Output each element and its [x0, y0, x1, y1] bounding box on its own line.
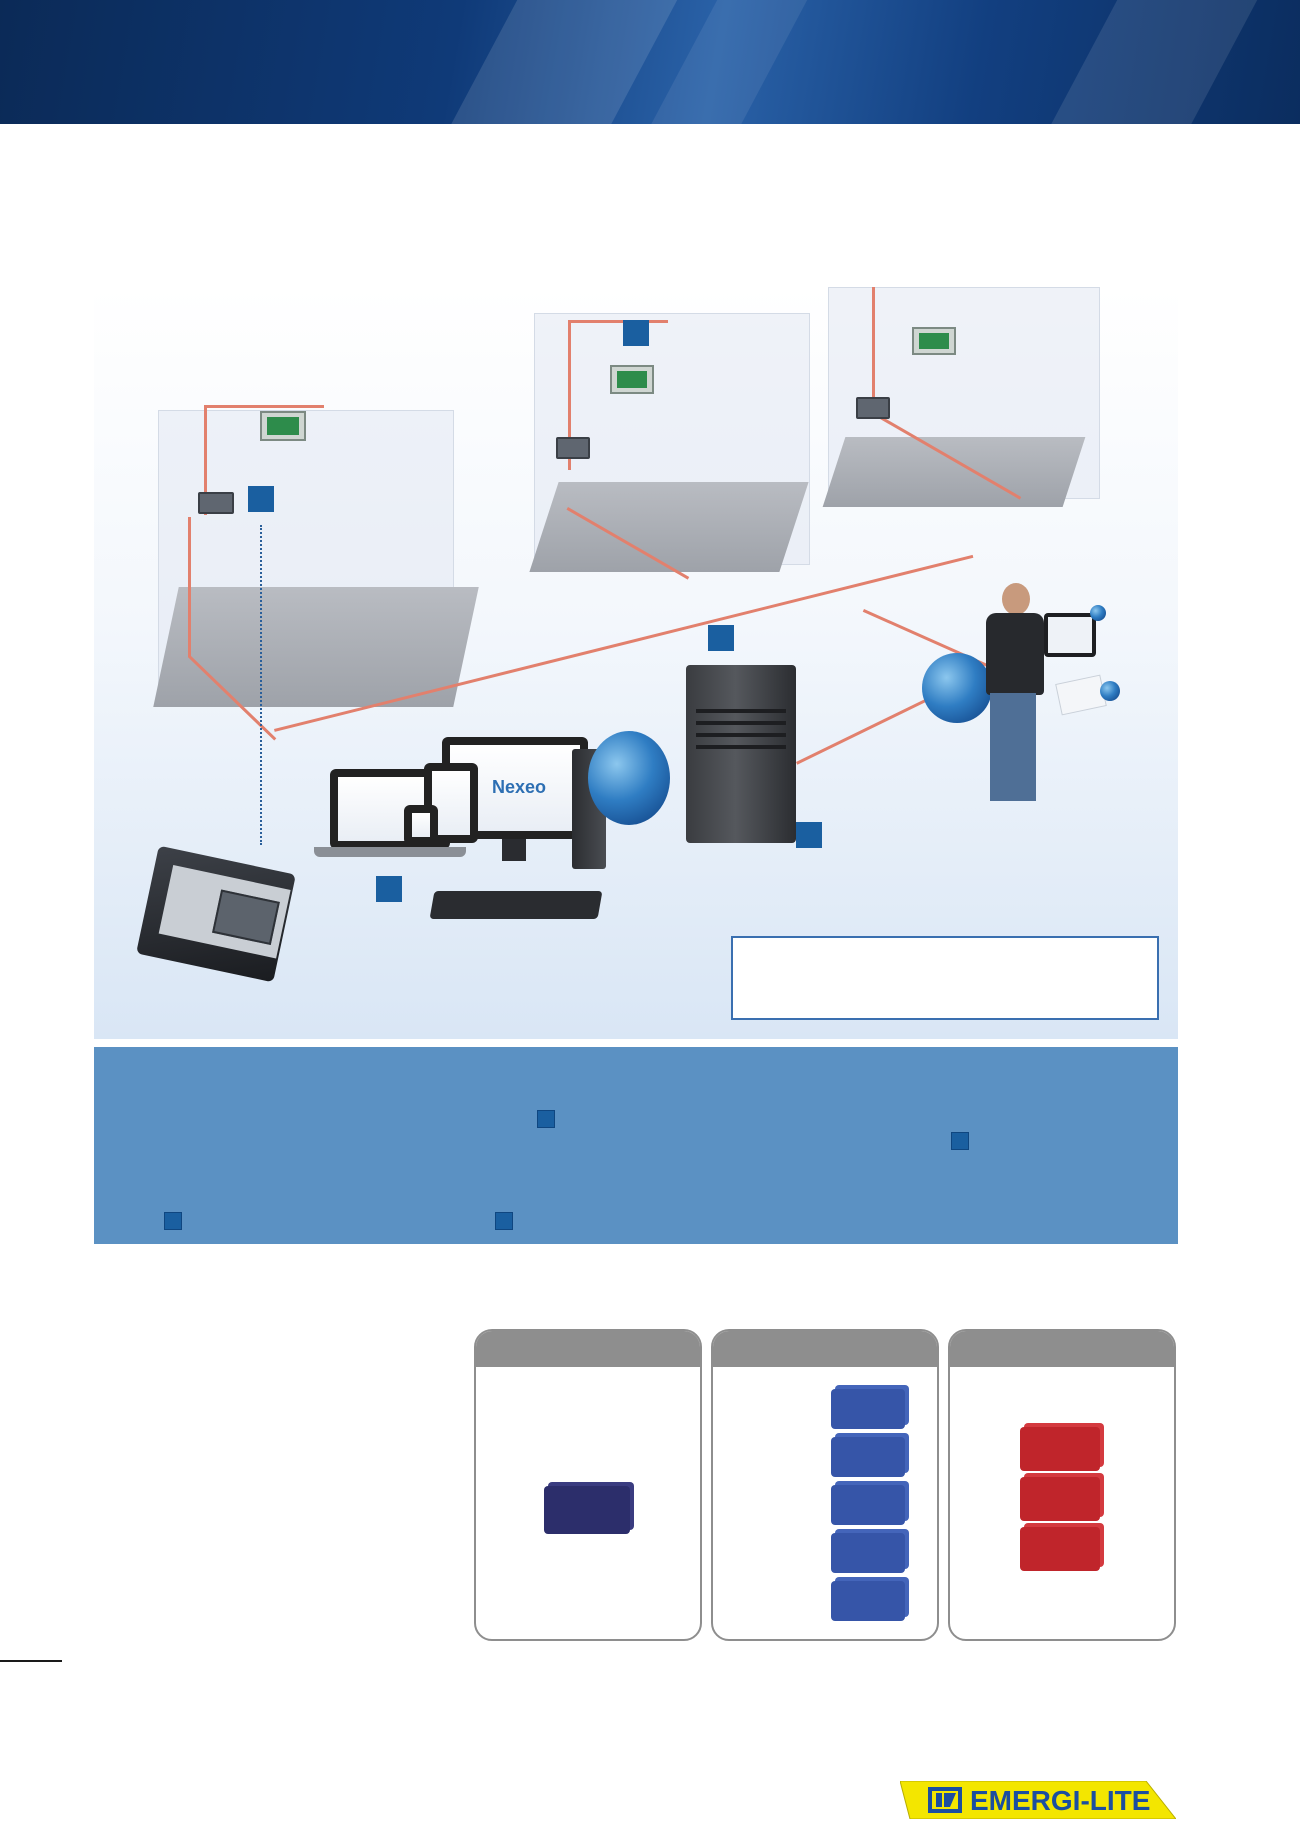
exit-sign-icon [610, 365, 654, 394]
comparison-card-1 [474, 1329, 702, 1641]
stack-block [1020, 1427, 1100, 1471]
card-header [950, 1331, 1174, 1367]
stack-block [1020, 1527, 1100, 1571]
marker-square [376, 876, 402, 902]
divider-rule [0, 1660, 62, 1662]
logo-text: EMERGI-LITE [970, 1785, 1151, 1816]
banner-streak [421, 0, 699, 124]
globe-icon [1090, 605, 1106, 621]
emergi-lite-logo: EMERGI-LITE [900, 1781, 1176, 1819]
phone-screen [404, 805, 438, 845]
wire [204, 405, 324, 408]
comparison-card-3 [948, 1329, 1176, 1641]
laptop-base [314, 847, 466, 857]
marker-square [951, 1132, 969, 1150]
exit-sign-icon [912, 327, 956, 355]
header-banner [0, 0, 1300, 124]
stack-block [831, 1389, 905, 1429]
system-diagram: Nexeo [94, 287, 1178, 1039]
globe-icon [1100, 681, 1120, 701]
globe-icon [588, 731, 670, 825]
marker-square [796, 822, 822, 848]
stack-block [831, 1533, 905, 1573]
wire [568, 320, 668, 323]
keyboard [429, 891, 603, 919]
luminaire-device [198, 492, 234, 514]
banner-streak [1021, 0, 1279, 124]
marker-square [537, 1110, 555, 1128]
stack-block [831, 1581, 905, 1621]
tablet-icon [1044, 613, 1096, 657]
logo-band-icon [900, 1781, 1176, 1819]
exit-sign-icon [260, 411, 306, 441]
luminaire-device [556, 437, 590, 459]
marker-square [708, 625, 734, 651]
server-tower [686, 665, 796, 843]
person-technician-torso [986, 613, 1044, 695]
luminaire-device [856, 397, 890, 419]
marker-square [495, 1212, 513, 1230]
card-header [476, 1331, 700, 1367]
comparison-card-2 [711, 1329, 939, 1641]
room-right-floor [822, 437, 1086, 507]
monitor-stand [502, 839, 526, 861]
info-band [94, 1047, 1178, 1244]
wire [568, 320, 571, 470]
room-middle-floor [529, 482, 809, 572]
paper-icon [1055, 674, 1107, 716]
person-technician-legs [990, 693, 1036, 801]
callout-box [731, 936, 1159, 1020]
person-technician [1002, 583, 1030, 615]
wire [188, 517, 191, 657]
screen-brand: Nexeo [492, 777, 547, 797]
stack-block [831, 1485, 905, 1525]
marker-square [623, 320, 649, 346]
wire [872, 287, 875, 412]
stack-block [544, 1486, 630, 1534]
control-panel-device [136, 845, 296, 983]
card-header [713, 1331, 937, 1367]
wire [204, 405, 207, 515]
marker-square [248, 486, 274, 512]
marker-square [164, 1212, 182, 1230]
dotted-link [260, 525, 262, 845]
stack-block [1020, 1477, 1100, 1521]
globe-icon [922, 653, 992, 723]
stack-block [831, 1437, 905, 1477]
